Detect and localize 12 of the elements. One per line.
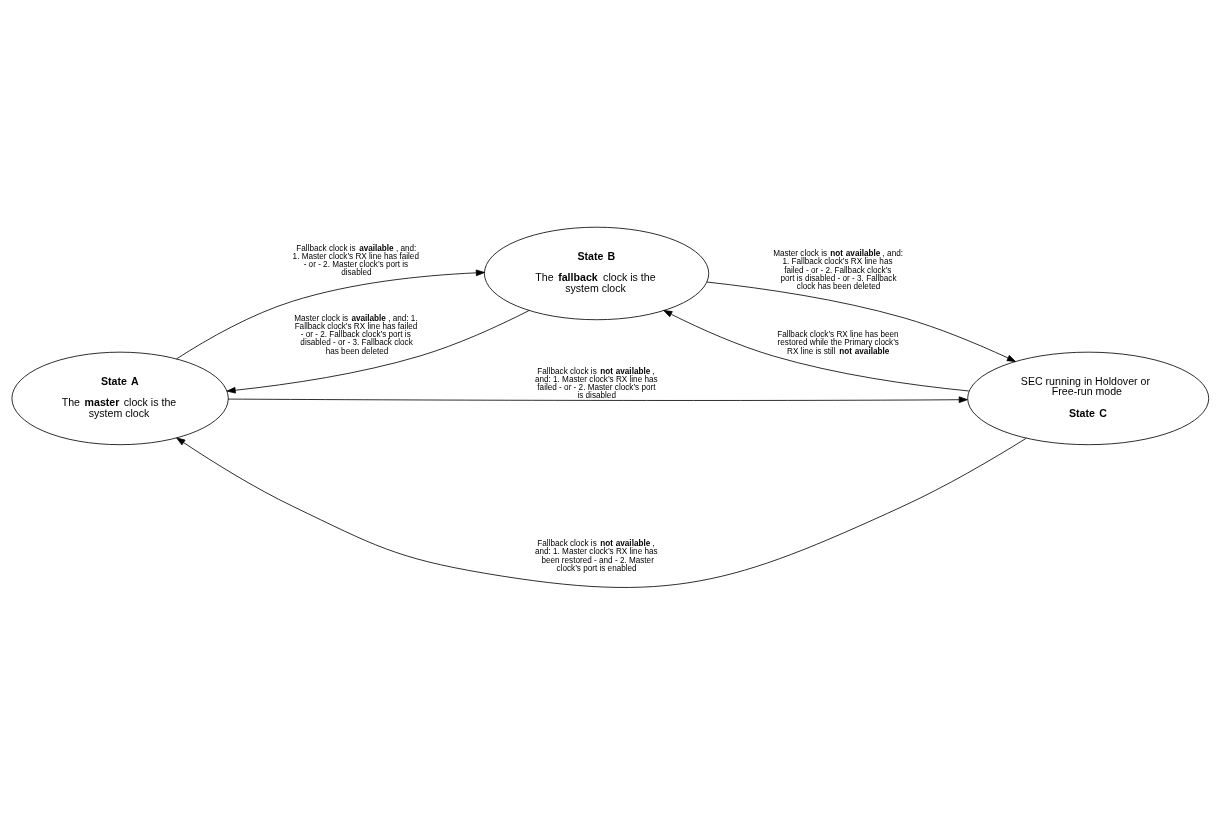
arrow bbox=[226, 309, 530, 393]
arrow bbox=[176, 437, 1027, 588]
edge-label: Fallback clock’s RX line has been restored while the Primary clock’s RX line is still not available bbox=[777, 329, 899, 356]
arrow bbox=[227, 395, 968, 403]
edge-label: Fallback clock is available, and: 1. Master clock’s RX line has failed - or - 2. Master clock’s port is disabled bbox=[292, 243, 419, 277]
edge-label: Master clock is not available, and: 1. Fallback clock’s RX line has failed - or - 2. Fallback clock’s port is disabled - or - 3. Fallback clock has been deleted bbox=[773, 248, 903, 291]
edge-label: Master clock is available, and: 1. Fallback clock’s RX line has failed - or - 2. Fallback clock’s port is disabled - or - 3. Fallback clock has been deleted bbox=[294, 313, 418, 356]
edge-label: Fallback clock is not available, and: 1. Master clock’s RX line has been restored - and - 2. Master clock’s port is enabled bbox=[534, 538, 658, 573]
arrow bbox=[663, 309, 970, 391]
arrow bbox=[706, 281, 1016, 362]
arrow bbox=[176, 269, 485, 359]
edge-label: Fallback clock is not available, and: 1. Master clock’s RX line has failed - or - 2. Master clock’s port is disabled bbox=[534, 366, 658, 400]
